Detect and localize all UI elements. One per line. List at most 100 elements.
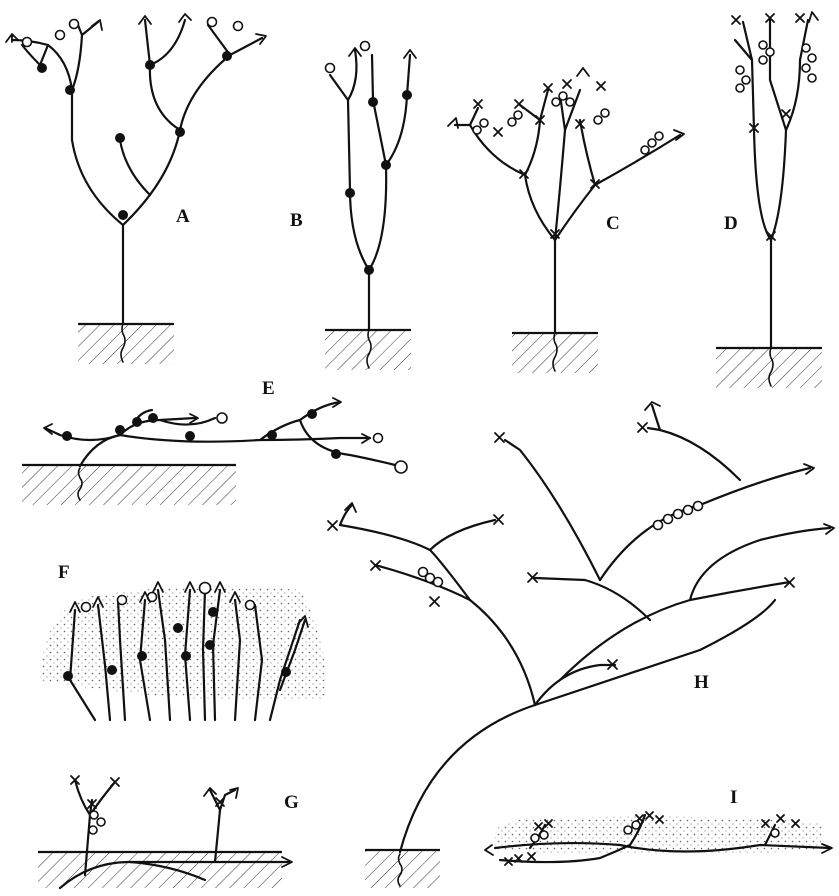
flower	[632, 821, 640, 829]
apex-arrow	[448, 118, 458, 128]
branch	[22, 45, 40, 65]
panel-f	[40, 582, 326, 720]
dead-apex-marks	[474, 80, 605, 238]
bud	[118, 210, 128, 220]
bud	[281, 667, 291, 677]
panel-h	[328, 402, 834, 888]
panel-label-d: D	[724, 213, 738, 235]
branch	[525, 120, 540, 175]
branch	[505, 440, 600, 580]
branch	[48, 45, 123, 225]
bud	[185, 431, 195, 441]
main-axis	[400, 600, 775, 852]
flower	[82, 603, 91, 612]
bud	[222, 51, 232, 61]
bud	[107, 665, 117, 675]
panel-label-h: H	[694, 672, 709, 694]
panel-e	[22, 398, 407, 505]
bud	[65, 85, 75, 95]
bud	[62, 431, 72, 441]
dead-apex-marks	[71, 776, 224, 808]
panel-d	[716, 12, 822, 388]
panel-b	[325, 42, 416, 371]
flower	[246, 601, 255, 610]
branch	[580, 120, 595, 185]
flower	[208, 18, 217, 27]
flower	[326, 64, 335, 73]
panel-label-c: C	[606, 213, 620, 235]
stolon	[80, 420, 300, 466]
branch	[120, 418, 195, 435]
panel-label-b: B	[290, 210, 303, 232]
branch	[76, 20, 98, 35]
bud	[175, 127, 185, 137]
flower	[200, 583, 211, 594]
panel-i	[485, 812, 832, 865]
apex-arrow	[809, 12, 818, 22]
branch	[145, 20, 180, 130]
panel-a	[6, 14, 266, 364]
branch	[150, 20, 185, 65]
bud	[63, 671, 73, 681]
branch	[430, 520, 495, 550]
bud	[208, 607, 218, 617]
bud	[368, 97, 378, 107]
branch	[375, 565, 535, 705]
soil-hatch	[38, 852, 282, 888]
flower	[90, 811, 98, 819]
bud	[402, 90, 412, 100]
bud	[307, 409, 317, 419]
branch	[386, 55, 410, 165]
branch	[120, 140, 150, 195]
flower	[234, 22, 243, 31]
branch	[348, 50, 356, 100]
flower	[89, 826, 97, 834]
flower-cluster	[736, 41, 816, 92]
bud	[181, 651, 191, 661]
bud	[364, 265, 374, 275]
bud	[267, 430, 277, 440]
flower	[374, 434, 383, 443]
apex-arrow	[485, 845, 493, 855]
bud	[137, 651, 147, 661]
soil-hatch	[512, 333, 598, 373]
panel-g	[38, 776, 292, 888]
bud	[331, 449, 341, 459]
branch	[600, 468, 810, 580]
branch	[535, 578, 650, 620]
panel-label-e: E	[262, 378, 275, 400]
branch	[260, 438, 370, 440]
apex-arrow	[577, 68, 589, 76]
panel-label-i: I	[730, 787, 737, 809]
bud	[205, 640, 215, 650]
branch	[652, 405, 660, 430]
bud	[115, 425, 125, 435]
bud	[381, 160, 391, 170]
panel-label-g: G	[284, 792, 299, 814]
bud	[145, 60, 155, 70]
flower	[118, 596, 127, 605]
bud	[148, 413, 158, 423]
soil-hatch	[78, 324, 174, 364]
branch	[330, 75, 369, 270]
branch	[786, 20, 808, 130]
branch	[690, 528, 830, 600]
flower	[361, 42, 370, 51]
dead-apex-marks	[328, 423, 794, 669]
flower	[771, 829, 779, 837]
flower-cluster	[419, 502, 703, 587]
bud	[173, 623, 183, 633]
flower	[97, 818, 105, 826]
flower	[531, 834, 539, 842]
flower	[217, 413, 227, 423]
panel-label-f: F	[58, 562, 70, 584]
panel-label-a: A	[176, 206, 190, 228]
bud	[132, 417, 142, 427]
branch	[45, 428, 120, 440]
flower	[70, 20, 79, 29]
shoot	[90, 782, 115, 815]
branch	[455, 108, 478, 125]
flower	[23, 38, 32, 47]
bud	[115, 133, 125, 143]
